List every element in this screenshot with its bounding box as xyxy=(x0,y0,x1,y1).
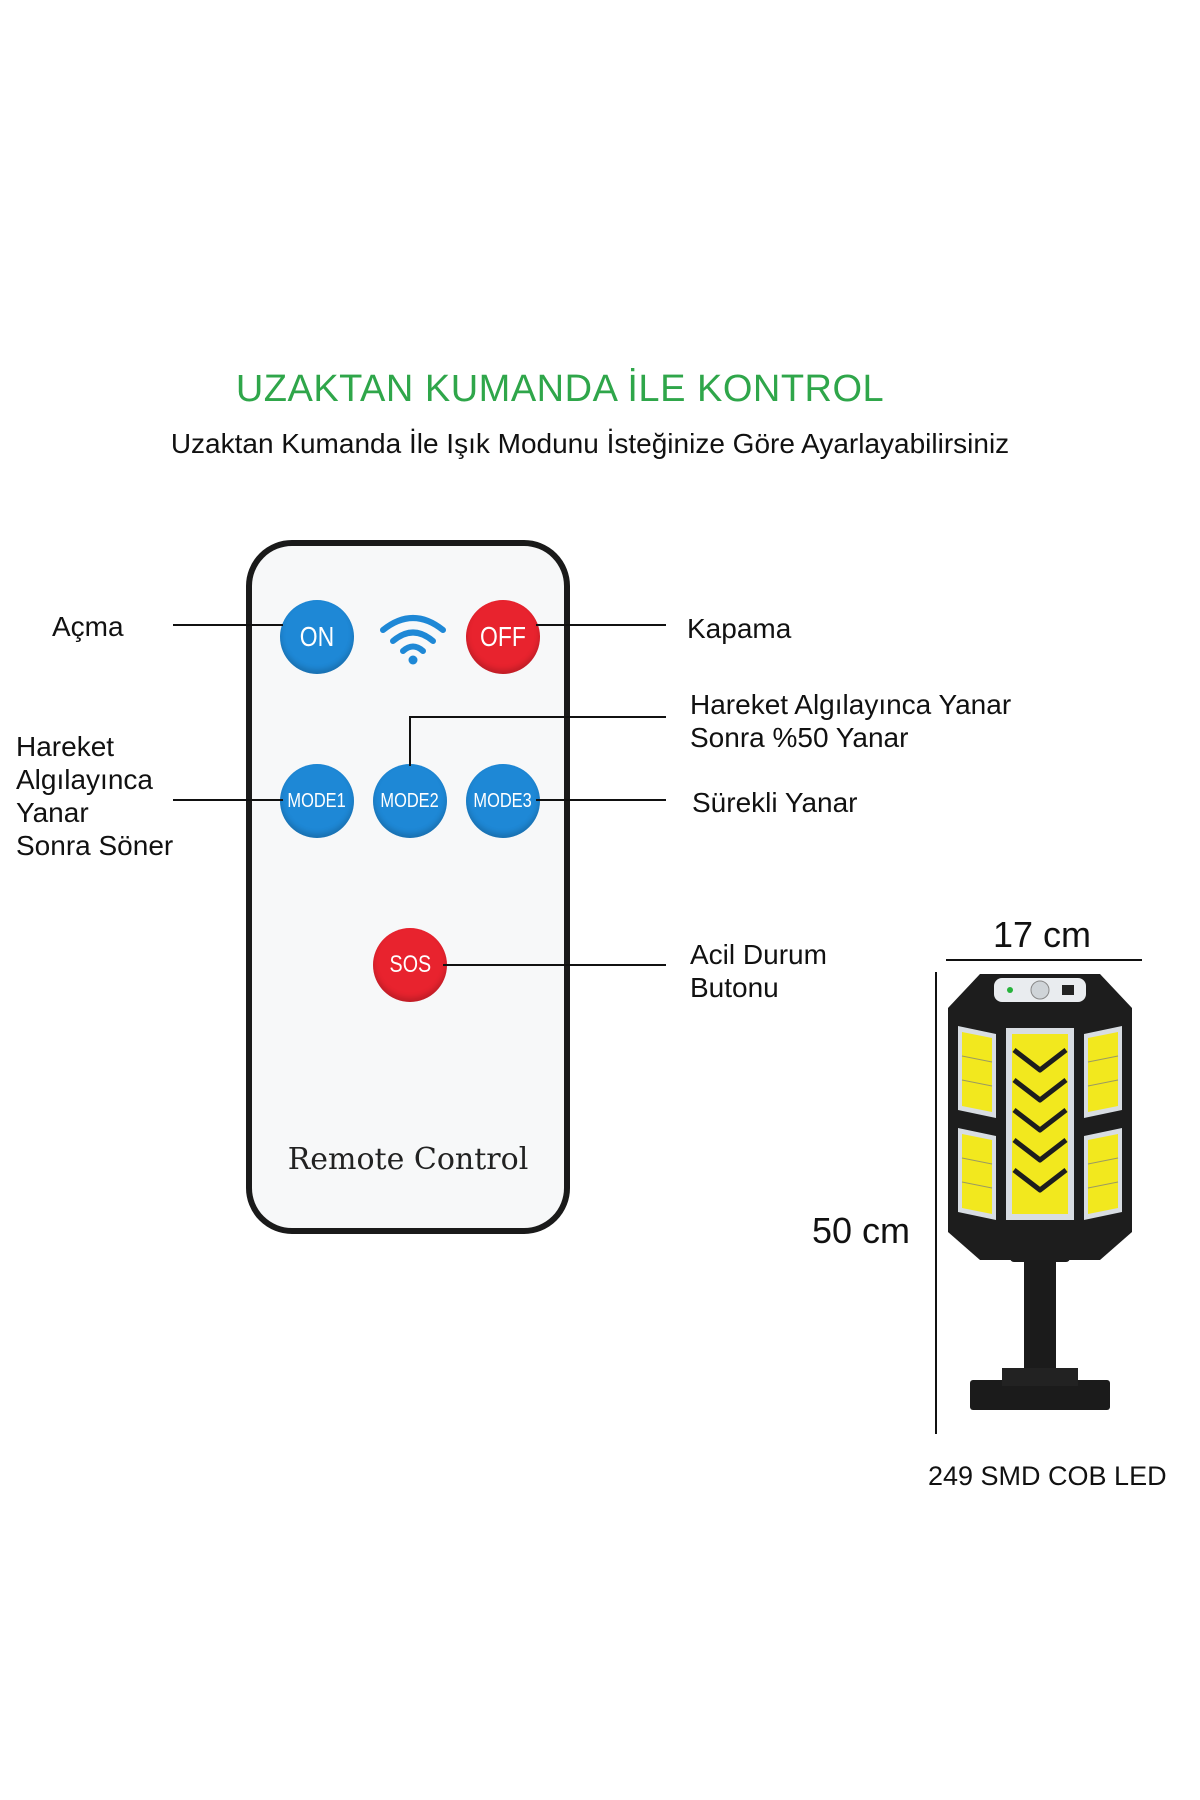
lamp-height-label: 50 cm xyxy=(812,1210,911,1251)
remote-caption: Remote Control xyxy=(287,1142,529,1177)
lamp-width-line xyxy=(946,959,1142,961)
sos-leader-line xyxy=(443,964,666,966)
mode2-label: Hareket Algılayınca Yanar Sonra %50 Yana… xyxy=(690,689,1012,753)
sos-button[interactable]: SOS xyxy=(373,928,447,1002)
mode1-leader-line xyxy=(173,799,283,801)
acma-label: Açma xyxy=(52,611,124,642)
mode3-leader-line xyxy=(536,799,666,801)
on-button[interactable]: ON xyxy=(280,600,354,674)
off-button[interactable]: OFF xyxy=(466,600,540,674)
mode1-button[interactable]: MODE1 xyxy=(280,764,354,838)
lamp-caption: 249 SMD COB LED xyxy=(928,1461,1167,1491)
page-subtitle: Uzaktan Kumanda İle Işık Modunu İsteğini… xyxy=(170,428,1010,459)
mode2-leader-line xyxy=(409,716,666,718)
sos-label: Acil Durum Butonu xyxy=(690,939,827,1003)
mode2-leader-vertical xyxy=(409,716,411,766)
wifi-icon xyxy=(380,615,446,665)
mode1-label: Hareket Algılayınca Yanar Sonra Söner xyxy=(16,731,174,861)
mode3-label: Sürekli Yanar xyxy=(692,787,858,818)
mode3-button[interactable]: MODE3 xyxy=(466,764,540,838)
lamp-width-label: 17 cm xyxy=(993,914,1092,955)
solar-lamp-illustration xyxy=(948,974,1132,1410)
page-title: UZAKTAN KUMANDA İLE KONTROL xyxy=(235,368,885,410)
acma-leader-line xyxy=(173,624,283,626)
kapama-leader-line xyxy=(536,624,666,626)
mode2-button[interactable]: MODE2 xyxy=(373,764,447,838)
lamp-height-line xyxy=(935,972,937,1434)
kapama-label: Kapama xyxy=(687,613,792,644)
